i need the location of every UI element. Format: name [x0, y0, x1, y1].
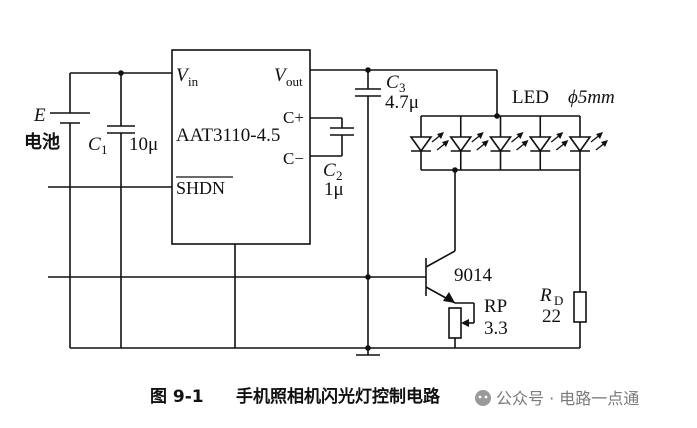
- led: [488, 116, 529, 170]
- resistor-rd: R D 22: [539, 170, 587, 348]
- ic-vout-sub: out: [286, 74, 303, 89]
- wechat-icon: [475, 390, 491, 406]
- ic-vin-sub: in: [188, 74, 199, 89]
- c1-sub: 1: [101, 142, 108, 157]
- potentiometer-rp: RP 3.3: [448, 296, 508, 348]
- rd-value: 22: [542, 306, 561, 327]
- transistor-9014: 9014: [48, 170, 493, 304]
- led: [568, 116, 608, 170]
- led-array: [409, 115, 608, 173]
- battery: E 电池: [24, 73, 90, 348]
- battery-symbol: E: [33, 105, 46, 126]
- c1-name: C: [88, 134, 101, 155]
- c2-value: 1μ: [324, 179, 344, 200]
- ic-shdn: SHDN: [176, 178, 225, 198]
- transistor-label: 9014: [454, 265, 493, 286]
- rd-name: R: [539, 285, 552, 306]
- battery-label: 电池: [24, 131, 60, 153]
- figure-title: 手机照相机闪光灯控制电路: [236, 386, 441, 407]
- led-size: ϕ5mm: [568, 87, 615, 108]
- led-label: LED: [512, 87, 549, 108]
- led: [528, 116, 569, 170]
- rd-sub: D: [554, 293, 563, 308]
- rp-value: 3.3: [484, 318, 508, 339]
- ground-bus: [70, 345, 580, 356]
- rp-name: RP: [484, 296, 507, 317]
- watermark-text: 公众号 · 电路一点通: [496, 389, 639, 408]
- capacitor-c1: C 1 10μ: [88, 70, 158, 348]
- figure-number: 图 9-1: [150, 387, 204, 407]
- c1-value: 10μ: [129, 134, 158, 155]
- c3-sub: 3: [399, 80, 406, 95]
- c3-value: 4.7μ: [385, 92, 419, 113]
- ic-vout: V: [274, 65, 288, 86]
- led: [449, 116, 489, 170]
- c3-name: C: [386, 72, 399, 93]
- ic-vin: V: [176, 65, 190, 86]
- ic-name: AAT3110-4.5: [176, 125, 280, 146]
- wechat-icon-eye: [478, 395, 482, 399]
- capacitor-c3: C 3 4.7μ: [355, 67, 419, 348]
- led: [409, 116, 449, 170]
- c2-sub: 2: [336, 168, 343, 183]
- capacitor-c2: C 2 1μ: [310, 117, 354, 200]
- ic-cminus: C−: [283, 149, 304, 168]
- ic-cplus: C+: [283, 108, 304, 127]
- c2-name: C: [323, 160, 336, 181]
- wechat-icon-eye-2: [484, 395, 488, 399]
- ic-aat3110: V in V out AAT3110-4.5 C+ C− SHDN: [171, 49, 311, 245]
- watermark: 公众号 · 电路一点通: [475, 389, 639, 408]
